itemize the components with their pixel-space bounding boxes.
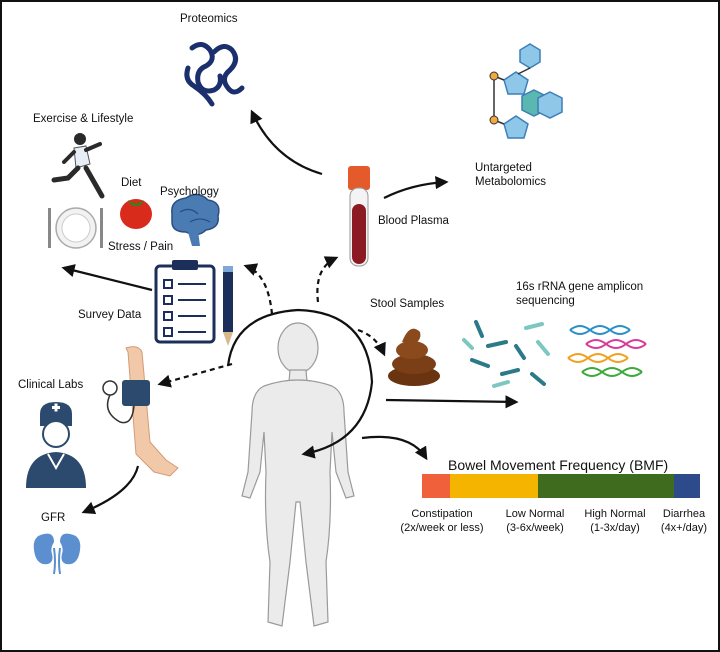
rrna-label-1: 16s rRNA gene amplicon (516, 281, 644, 293)
blood-plasma-label: Blood Plasma (378, 215, 449, 227)
bmf-segment-diarrhea (674, 474, 700, 498)
arm-cuff-icon (102, 346, 179, 477)
protein-icon (184, 42, 245, 107)
dna-icon (567, 325, 647, 377)
bmf-caption-name: Constipation (411, 508, 473, 520)
bmf-caption-detail: (1-3x/day) (590, 522, 640, 534)
bmf-title: Bowel Movement Frequency (BMF) (448, 457, 669, 473)
stool-samples-label: Stool Samples (370, 298, 445, 310)
stress-pain-label: Stress / Pain (108, 241, 174, 253)
bmf-segment-low-normal (450, 474, 538, 498)
bmf-caption-name: Diarrhea (662, 508, 706, 520)
survey-data-label: Survey Data (78, 309, 142, 321)
bmf-caption-detail: (3-6x/week) (506, 522, 564, 534)
rrna-label-2: sequencing (516, 295, 575, 307)
bmf-caption-detail: (4x+/day) (660, 522, 708, 534)
runner-icon (51, 133, 105, 199)
human-body-icon (241, 322, 355, 627)
arrows (61, 109, 519, 515)
bmf-caption-detail: (2x/week or less) (400, 522, 484, 534)
bmf-caption-diarrhea: Diarrhea (4x+/day) (654, 507, 714, 535)
kidney-icon (33, 533, 81, 575)
bmf-segment-constipation (422, 474, 450, 498)
tomato-icon (120, 199, 152, 229)
bmf-caption-high-normal: High Normal (1-3x/day) (576, 507, 654, 535)
untargeted-label-2: Metabolomics (475, 176, 546, 188)
bmf-segment-high-normal (538, 474, 674, 498)
bmf-caption-constipation: Constipation (2x/week or less) (394, 507, 490, 535)
bmf-caption-name: High Normal (584, 508, 646, 520)
exercise-label: Exercise & Lifestyle (33, 113, 134, 125)
molecule-icon (489, 43, 563, 139)
nurse-icon (26, 402, 86, 488)
untargeted-label-1: Untargeted (475, 162, 532, 174)
blood-tube-icon (348, 166, 370, 267)
brain-icon (171, 193, 220, 246)
gfr-label: GFR (41, 512, 66, 524)
bmf-caption-name: Low Normal (505, 508, 565, 520)
bmf-bar (422, 474, 700, 498)
clipboard-icon (154, 260, 216, 344)
bacteria-icon (462, 320, 550, 388)
diet-label: Diet (121, 177, 142, 189)
plate-icon (48, 207, 103, 249)
psychology-label: Psychology (160, 186, 219, 198)
stool-icon (388, 328, 440, 386)
bmf-caption-low-normal: Low Normal (3-6x/week) (496, 507, 574, 535)
clinical-labs-label: Clinical Labs (18, 379, 84, 391)
proteomics-label: Proteomics (180, 13, 238, 25)
pencil-icon (223, 266, 233, 346)
